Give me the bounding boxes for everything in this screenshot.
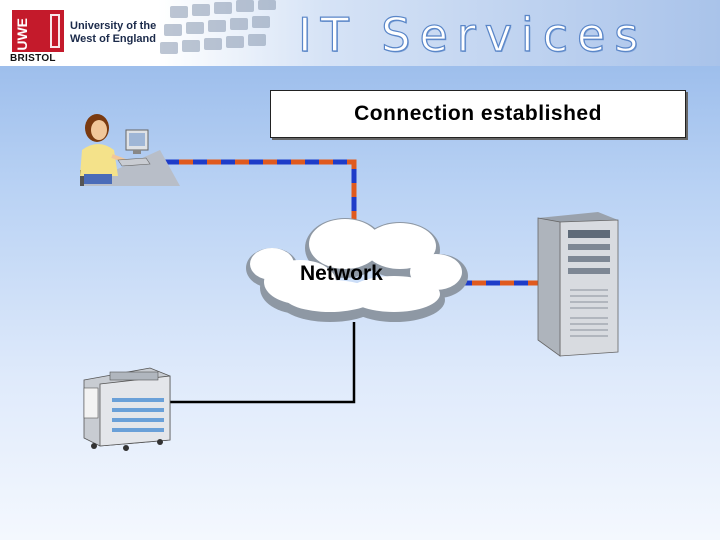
- university-name: University of the West of England: [70, 20, 156, 46]
- keyboard-photo-icon: [160, 0, 276, 54]
- uwe-logo-mark: UWE: [12, 10, 64, 52]
- network-cloud-icon: [246, 218, 468, 322]
- logo-bristol-text: BRISTOL: [10, 53, 56, 64]
- link-network-to-printer: [168, 322, 356, 404]
- server-tower-icon: [537, 212, 619, 357]
- user-at-computer-icon: [80, 114, 180, 186]
- status-message: Connection established: [354, 102, 602, 125]
- printer-copier-icon: [83, 367, 171, 451]
- status-box: Connection established: [270, 90, 686, 138]
- page-title: IT Services: [297, 7, 648, 62]
- uwe-logo: UWE BRISTOL University of the West of En…: [10, 10, 170, 66]
- university-line-1: University of the: [70, 20, 157, 32]
- university-line-2: West of England: [70, 33, 156, 45]
- network-label: Network: [300, 262, 383, 285]
- header-banner: UWE BRISTOL University of the West of En…: [0, 0, 720, 66]
- link-user-to-network: [165, 159, 357, 222]
